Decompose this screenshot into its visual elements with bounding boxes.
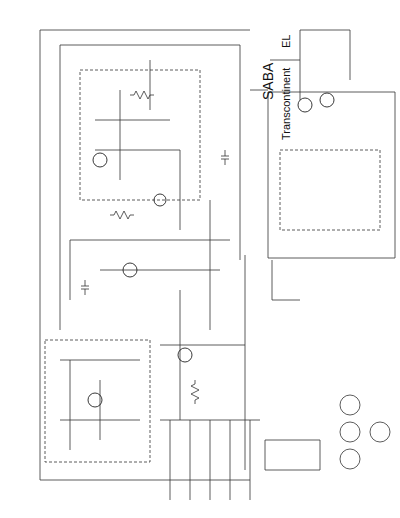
- socket-symbol: [340, 395, 360, 415]
- supply-rail: [40, 30, 250, 480]
- socket-symbol: [340, 422, 360, 442]
- transistor-symbol: [154, 194, 166, 206]
- output-transformer-outline: [280, 150, 380, 230]
- wire: [60, 360, 140, 450]
- resistor-symbol: [191, 380, 199, 404]
- transistor-symbol: [123, 263, 137, 277]
- wire: [160, 255, 245, 470]
- shield-outline: [80, 70, 200, 200]
- subtitle-text: Transcontinent: [280, 68, 292, 140]
- resistor-symbol: [130, 91, 154, 99]
- band-switch: [160, 420, 260, 500]
- transistor-symbol: [178, 348, 192, 362]
- wire: [272, 260, 300, 300]
- transistor-symbol: [88, 393, 102, 407]
- capacitor-symbol: [221, 150, 229, 165]
- socket-symbol: [370, 422, 390, 442]
- wire: [250, 30, 350, 100]
- socket-symbol: [340, 449, 360, 469]
- transistor-symbol: [320, 93, 334, 107]
- title-text: SABA: [260, 63, 276, 100]
- transistor-symbol: [93, 153, 107, 167]
- capacitor-symbol: [81, 280, 89, 295]
- transistor-symbol: [298, 98, 312, 112]
- resistor-symbol: [110, 211, 134, 219]
- wire: [70, 200, 230, 330]
- wire: [95, 60, 180, 230]
- subtitle-text: EL: [280, 35, 292, 48]
- tuner-block: [45, 340, 150, 462]
- wire: [60, 45, 240, 330]
- switch-table: [265, 440, 320, 470]
